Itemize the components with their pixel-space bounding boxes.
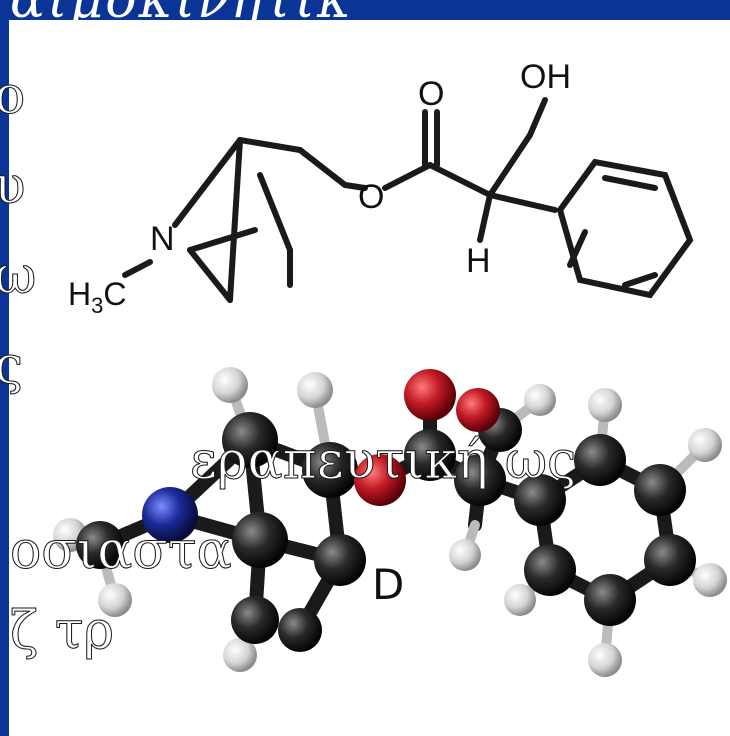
methyl-label: H3C <box>68 276 126 318</box>
bg-text-line-1: ο <box>0 66 26 126</box>
nitrogen-label: N <box>150 220 175 258</box>
bg-text-line-5: εραπευτική ως <box>189 431 577 491</box>
bg-text-line-4: ς <box>0 336 24 396</box>
ester-oxygen-label: O <box>358 178 384 216</box>
bg-text-line-3: ω <box>0 246 37 306</box>
hydrogen-label: H <box>466 242 491 280</box>
bg-text-line-6: οσιαστα <box>10 521 233 581</box>
structural-formula: OH O O N H H3C <box>68 58 694 318</box>
carbonyl-oxygen-label: O <box>418 75 444 113</box>
slide-title-fragment: αιμοκινητικ <box>10 0 353 20</box>
model-label: D <box>372 560 405 609</box>
slide-left-bar <box>0 0 9 736</box>
bg-text-line-7: ζ τρ <box>9 601 115 661</box>
slide-title-band: αιμοκινητικ <box>0 0 730 20</box>
hydroxyl-label: OH <box>520 58 571 96</box>
bg-text-line-2: υ <box>0 156 26 216</box>
